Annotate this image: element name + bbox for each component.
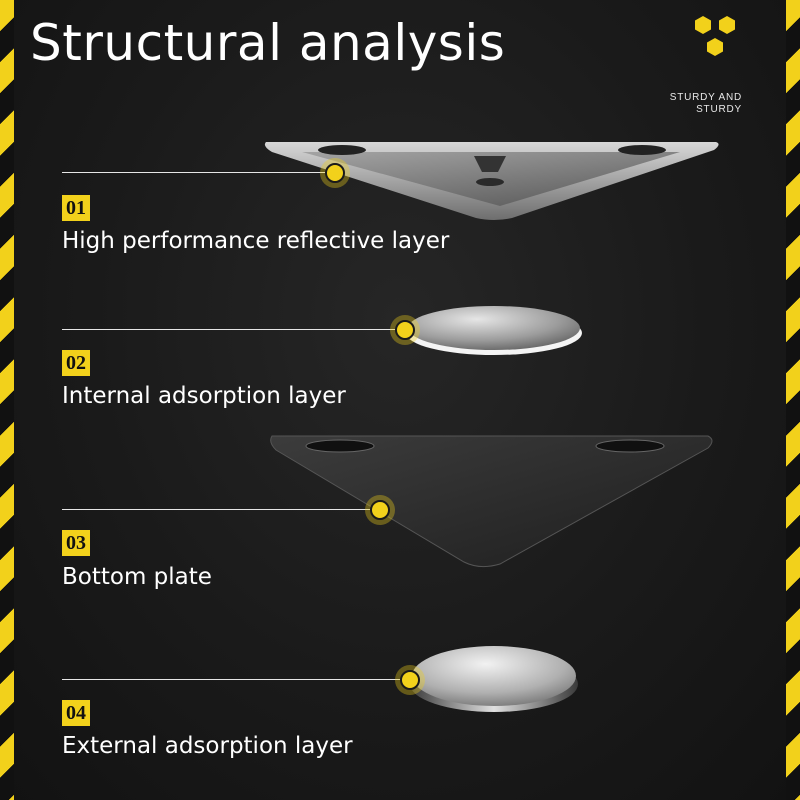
reflective-layer-image (264, 142, 719, 220)
page-title: Structural analysis (30, 14, 506, 72)
external-adsorption-layer-image (410, 646, 578, 712)
tagline-line-2: STURDY (696, 104, 742, 115)
marker-dot-4 (400, 670, 420, 690)
layer-label-01: High performance reflective layer (62, 228, 450, 254)
leader-line-2 (62, 329, 404, 330)
leader-line-1 (62, 172, 334, 173)
layer-label-02: Internal adsorption layer (62, 383, 346, 409)
layer-label-03: Bottom plate (62, 564, 212, 590)
leader-line-3 (62, 509, 380, 510)
layer-number-02: 02 (62, 350, 90, 376)
hazard-stripe-right (786, 0, 800, 800)
hazard-stripe-left (0, 0, 14, 800)
layer-number-03: 03 (62, 530, 90, 556)
marker-dot-2 (395, 320, 415, 340)
layer-number-04: 04 (62, 700, 90, 726)
bottom-plate-image (270, 435, 713, 568)
leader-line-4 (62, 679, 410, 680)
internal-adsorption-layer-image (406, 306, 582, 355)
tagline: STURDY AND STURDY (622, 92, 742, 116)
marker-dot-3 (370, 500, 390, 520)
honeycomb-logo-icon (695, 16, 735, 56)
layer-label-04: External adsorption layer (62, 733, 353, 759)
marker-dot-1 (325, 163, 345, 183)
tagline-line-1: STURDY AND (669, 92, 742, 103)
layer-number-01: 01 (62, 195, 90, 221)
